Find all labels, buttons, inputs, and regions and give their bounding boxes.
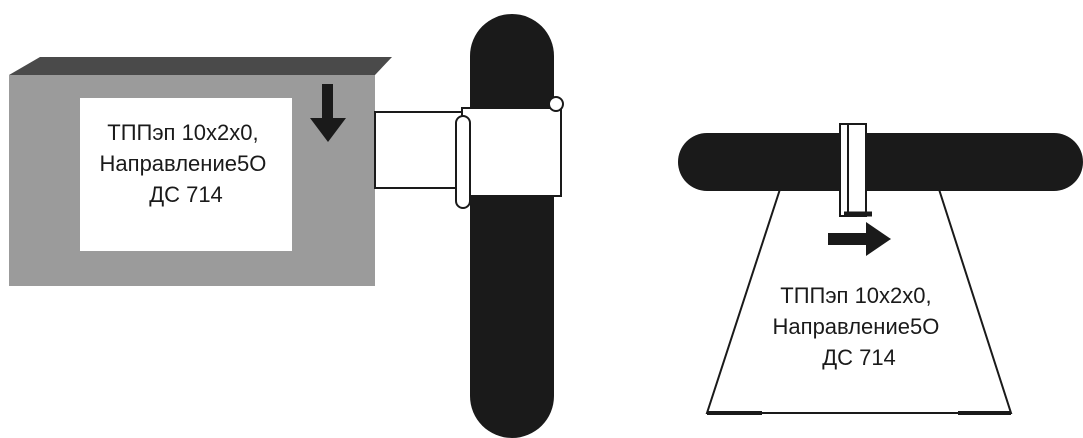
cable-band [461,107,562,197]
left-label-line-2: Направление5О [100,151,267,176]
right-marker-scene: ТППэп 10х2х0, Направление5О ДС 714 [678,123,1083,415]
right-label-line-2: Направление5О [773,314,940,339]
marker-label-card [80,98,292,251]
band-roll-left [455,115,471,209]
left-label-line-1: ТППэп 10х2х0, [107,120,258,145]
left-marker-scene: ТППэп 10х2х0, Направление5О ДС 714 [9,14,564,438]
arrow-right-icon [828,222,891,256]
right-label-line-1: ТППэп 10х2х0, [780,283,931,308]
right-label-line-3: ДС 714 [822,345,896,370]
horizontal-cable [678,133,1083,191]
left-label-line-3: ДС 714 [149,182,223,207]
marker-strap [374,111,468,189]
arrow-down-icon [310,84,346,142]
band-roll-right [548,96,564,112]
tag-strap [839,123,867,217]
right-label-text: ТППэп 10х2х0, Направление5О ДС 714 [773,283,946,370]
left-label-text: ТППэп 10х2х0, Направление5О ДС 714 [100,120,273,207]
vertical-cable [470,14,554,438]
marker-box-top [9,57,392,75]
